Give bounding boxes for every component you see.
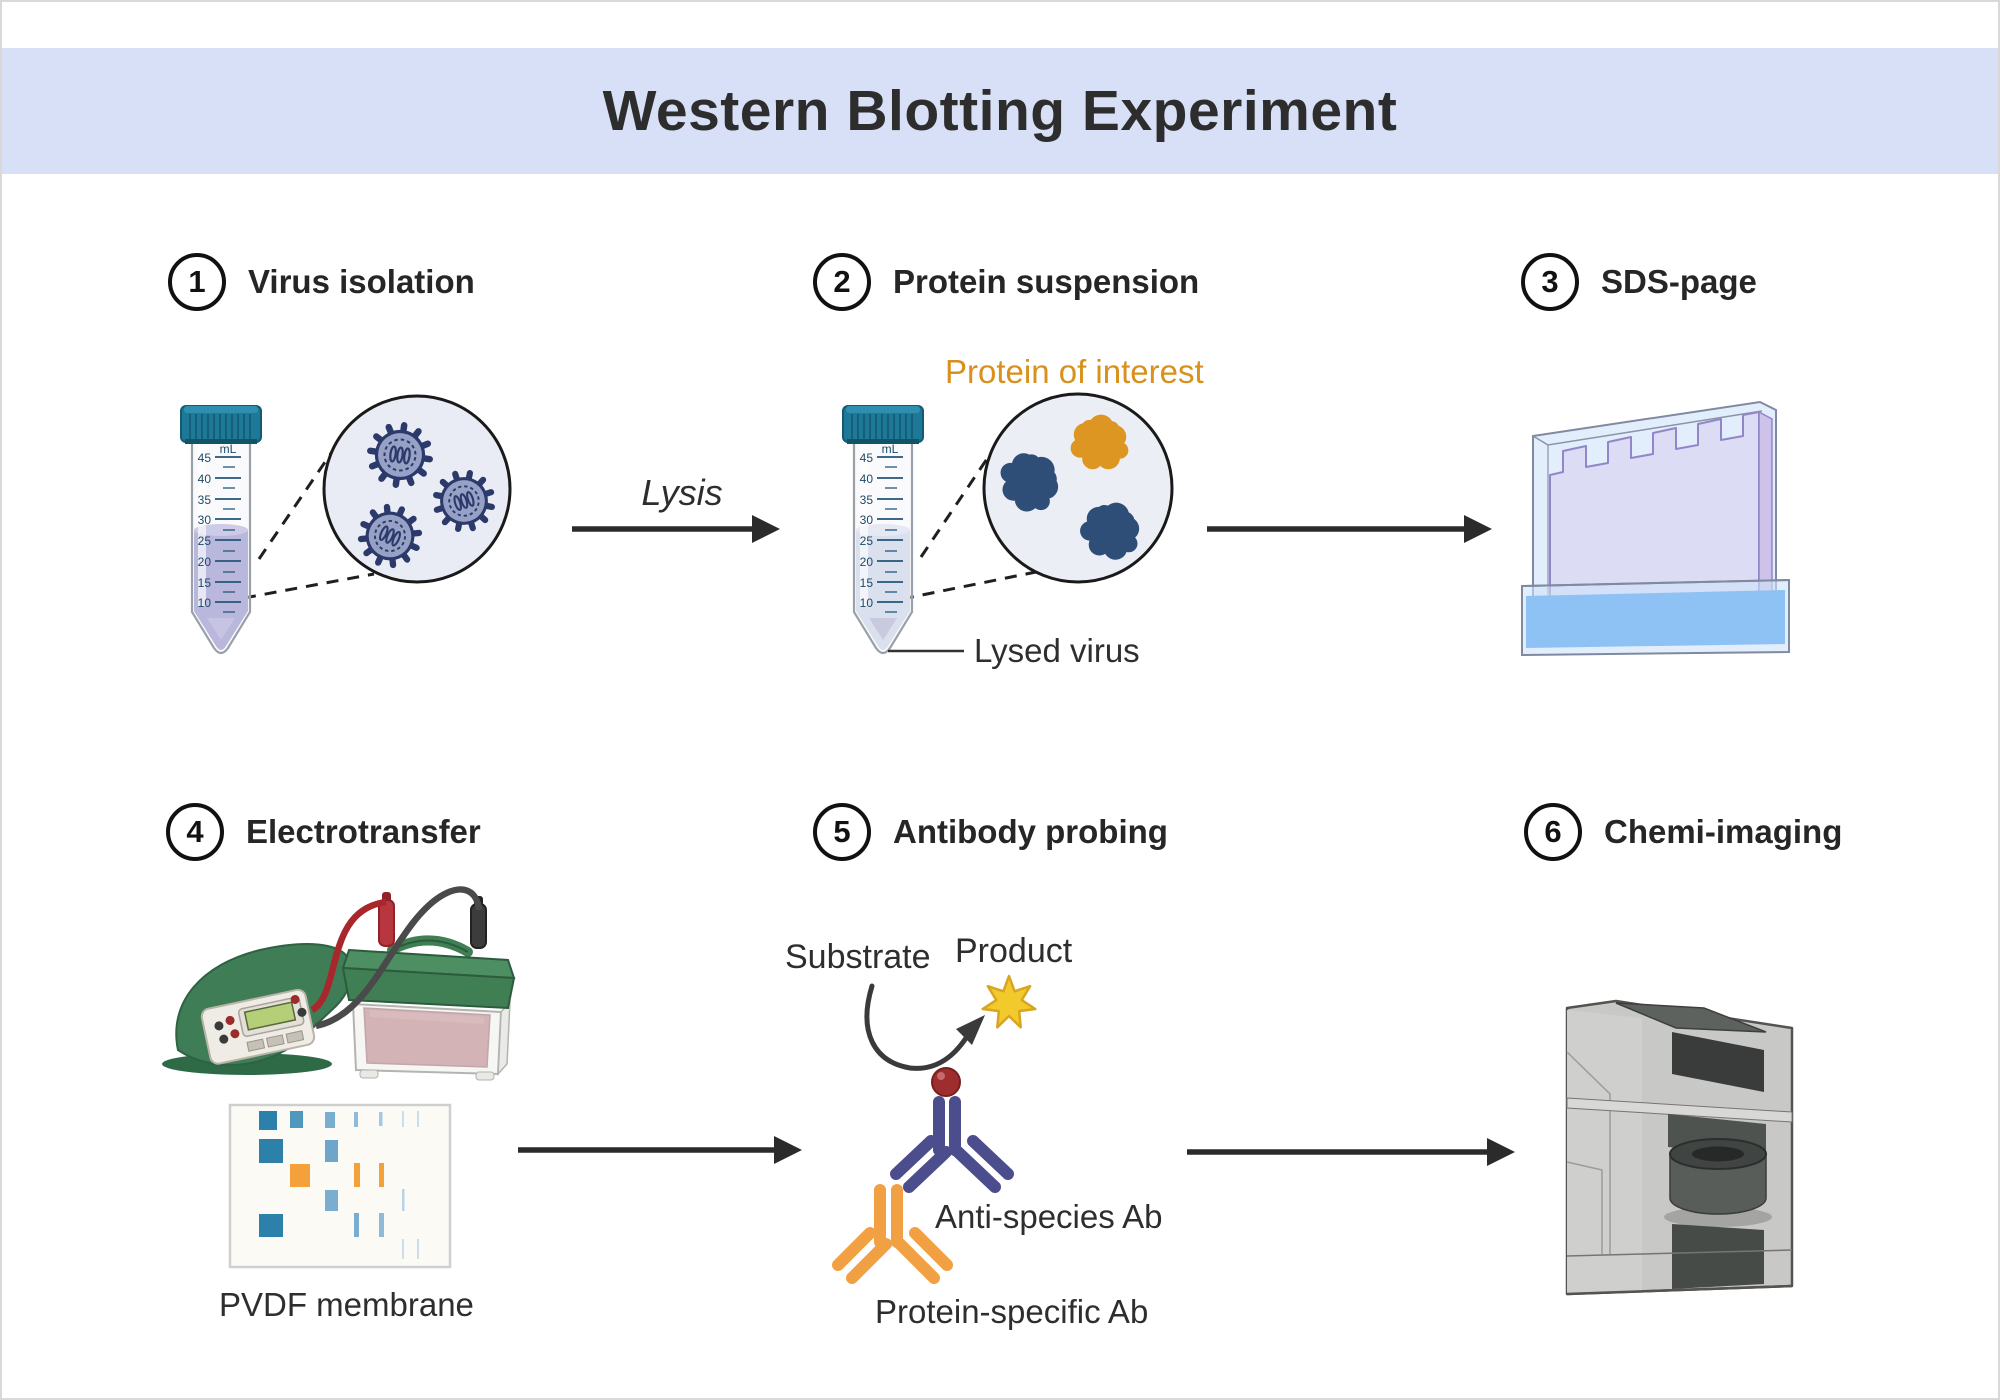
protein-specific-antibody: [832, 1184, 953, 1284]
step-5-header: 5 Antibody probing: [813, 803, 1168, 861]
step-5-label: Antibody probing: [893, 813, 1168, 850]
svg-text:30: 30: [198, 513, 212, 527]
step-3-label: SDS-page: [1601, 263, 1757, 300]
lysed-virus-label: Lysed virus: [974, 632, 1140, 669]
lysate-tube-illustration: mL 45 40 35 30 25 20 15 10: [842, 405, 1037, 655]
svg-text:20: 20: [860, 555, 874, 569]
pvdf-membrane-illustration: [228, 1103, 452, 1269]
svg-text:mL: mL: [220, 442, 237, 456]
page-title: Western Blotting Experiment: [602, 79, 1398, 143]
svg-text:40: 40: [860, 472, 874, 486]
pvdf-membrane-label: PVDF membrane: [219, 1286, 474, 1323]
svg-text:45: 45: [198, 451, 212, 465]
svg-text:15: 15: [198, 576, 212, 590]
protein-of-interest-label: Protein of interest: [945, 353, 1204, 390]
black-cable: [315, 886, 483, 1030]
step-4-header: 4 Electrotransfer: [166, 803, 481, 861]
reaction-arrow: [864, 983, 969, 1071]
svg-text:10: 10: [198, 596, 212, 610]
step-4-number-badge: 4: [166, 803, 224, 861]
arrow-step4-to-step5: [518, 1136, 802, 1164]
protein-magnified-circle: [982, 392, 1174, 584]
arrow-step5-to-step6: [1187, 1138, 1515, 1166]
svg-text:40: 40: [198, 472, 212, 486]
svg-text:45: 45: [860, 451, 874, 465]
arrow-step1-to-step2: [572, 515, 780, 543]
product-label: Product: [955, 932, 1073, 970]
svg-text:30: 30: [860, 513, 874, 527]
step-5-number-badge: 5: [813, 803, 871, 861]
enzyme-sphere: [931, 1067, 961, 1097]
anti-species-antibody: [890, 1096, 1014, 1193]
tube-scale-labels: mL 45 40 35 30 25 20 15 10: [860, 442, 899, 610]
svg-text:25: 25: [198, 534, 212, 548]
step-2-number-badge: 2: [813, 253, 871, 311]
svg-text:mL: mL: [882, 442, 899, 456]
svg-text:10: 10: [860, 596, 874, 610]
tube-scale-labels: mL 45 40 35 30 25 20 15 10: [198, 442, 237, 610]
virus-tube-illustration: mL 45 40 35 30 25 20 15 10: [180, 405, 375, 655]
electrotransfer-illustration: [162, 886, 516, 1081]
step-3-header: 3 SDS-page: [1521, 253, 1757, 311]
step-2-label: Protein suspension: [893, 263, 1200, 300]
antibody-probing-illustration: [832, 974, 1037, 1284]
lysis-label: Lysis: [641, 472, 723, 513]
step-6-number-badge: 6: [1524, 803, 1582, 861]
power-supply-front-panel: [200, 988, 316, 1065]
step-3-number-badge: 3: [1521, 253, 1579, 311]
sds-page-gel-illustration: [1521, 400, 1790, 657]
anti-species-ab-label: Anti-species Ab: [935, 1198, 1163, 1235]
arrow-step2-to-step3: [1207, 515, 1492, 543]
svg-text:35: 35: [198, 493, 212, 507]
chemi-imager-illustration: [1565, 999, 1794, 1296]
title-band: Western Blotting Experiment: [2, 48, 1998, 174]
product-star-icon: [981, 974, 1037, 1029]
svg-text:15: 15: [860, 576, 874, 590]
svg-text:25: 25: [860, 534, 874, 548]
red-cable: [310, 898, 387, 1013]
svg-text:35: 35: [860, 493, 874, 507]
step-1-header: 1 Virus isolation: [168, 253, 475, 311]
step-1-number-badge: 1: [168, 253, 226, 311]
virus-magnified-circle: [322, 394, 512, 584]
step-6-header: 6 Chemi-imaging: [1524, 803, 1842, 861]
step-1-label: Virus isolation: [248, 263, 475, 300]
substrate-label: Substrate: [785, 938, 931, 976]
step-2-header: 2 Protein suspension: [813, 253, 1199, 311]
blot-bands: [259, 1111, 419, 1259]
protein-specific-ab-label: Protein-specific Ab: [875, 1293, 1149, 1330]
svg-text:20: 20: [198, 555, 212, 569]
step-6-label: Chemi-imaging: [1604, 813, 1843, 850]
power-supply-display: [243, 1001, 297, 1031]
step-4-label: Electrotransfer: [246, 813, 481, 850]
